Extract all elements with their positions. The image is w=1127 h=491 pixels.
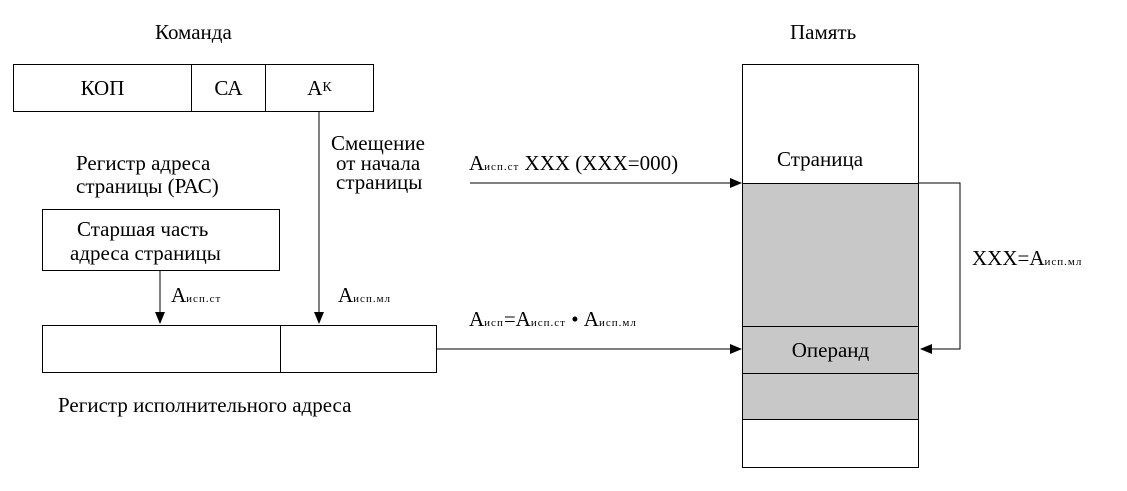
page-register-box: Старшая часть адреса страницы [42, 209, 280, 271]
offset-line3: страницы [336, 170, 423, 194]
a-isp-st-sub: исп.ст [186, 293, 222, 305]
page-address-sub: исп.ст [484, 161, 520, 173]
exec-register-title: Регистр исполнительного адреса [58, 393, 352, 417]
kop-field: КОП [14, 65, 192, 111]
memory-block: Страница Операнд [742, 64, 919, 468]
a-isp-ml-label: Аисп.мл [338, 285, 391, 306]
page-address-main: А [469, 151, 485, 175]
page-register-content-2: адреса страницы [70, 241, 221, 265]
command-title: Команда [155, 20, 232, 44]
formula-main: А [469, 307, 485, 331]
sa-field: СА [192, 65, 266, 111]
page-address-label: Аисп.ст XXX (XXX=000) [469, 153, 678, 174]
a-isp-ml-sub: исп.мл [353, 293, 392, 305]
a-isp-st-main: А [171, 283, 187, 307]
xxx-main: XXX=А [972, 246, 1045, 270]
xxx-sub: исп.мл [1044, 256, 1083, 268]
formula-sub2: исп.ст [530, 317, 566, 329]
operand-cell: Операнд [743, 326, 918, 374]
exec-low-cell [281, 326, 436, 372]
offset-bracket-arrow [919, 182, 961, 354]
page-register-title-2: страницы (РАС) [76, 174, 219, 198]
page-label: Страница [777, 147, 864, 171]
offset-line1: Смещение [331, 131, 425, 155]
page-register-content-1: Старшая часть [77, 217, 209, 241]
formula-label: Аисп=Аисп.ст • Аисп.мл [469, 309, 637, 330]
page-address-rest: XXX (XXX=000) [519, 151, 679, 175]
a-isp-ml-main: А [338, 283, 354, 307]
ak-sub: К [322, 80, 332, 95]
formula-eq: =А [503, 307, 531, 331]
a-isp-st-label: Аисп.ст [171, 285, 221, 306]
exec-address-register [42, 325, 437, 373]
exec-high-cell [43, 326, 281, 372]
memory-title: Память [790, 20, 857, 44]
ak-main: А [307, 75, 323, 100]
page-register-title-1: Регистр адреса [76, 151, 211, 175]
xxx-label: XXX=Аисп.мл [972, 248, 1082, 269]
page-area: Операнд [743, 183, 918, 420]
formula-sub3: исп.мл [598, 317, 637, 329]
offset-line2: от начала [336, 151, 421, 175]
formula-sub: исп [484, 317, 504, 329]
formula-dot: • А [565, 307, 599, 331]
